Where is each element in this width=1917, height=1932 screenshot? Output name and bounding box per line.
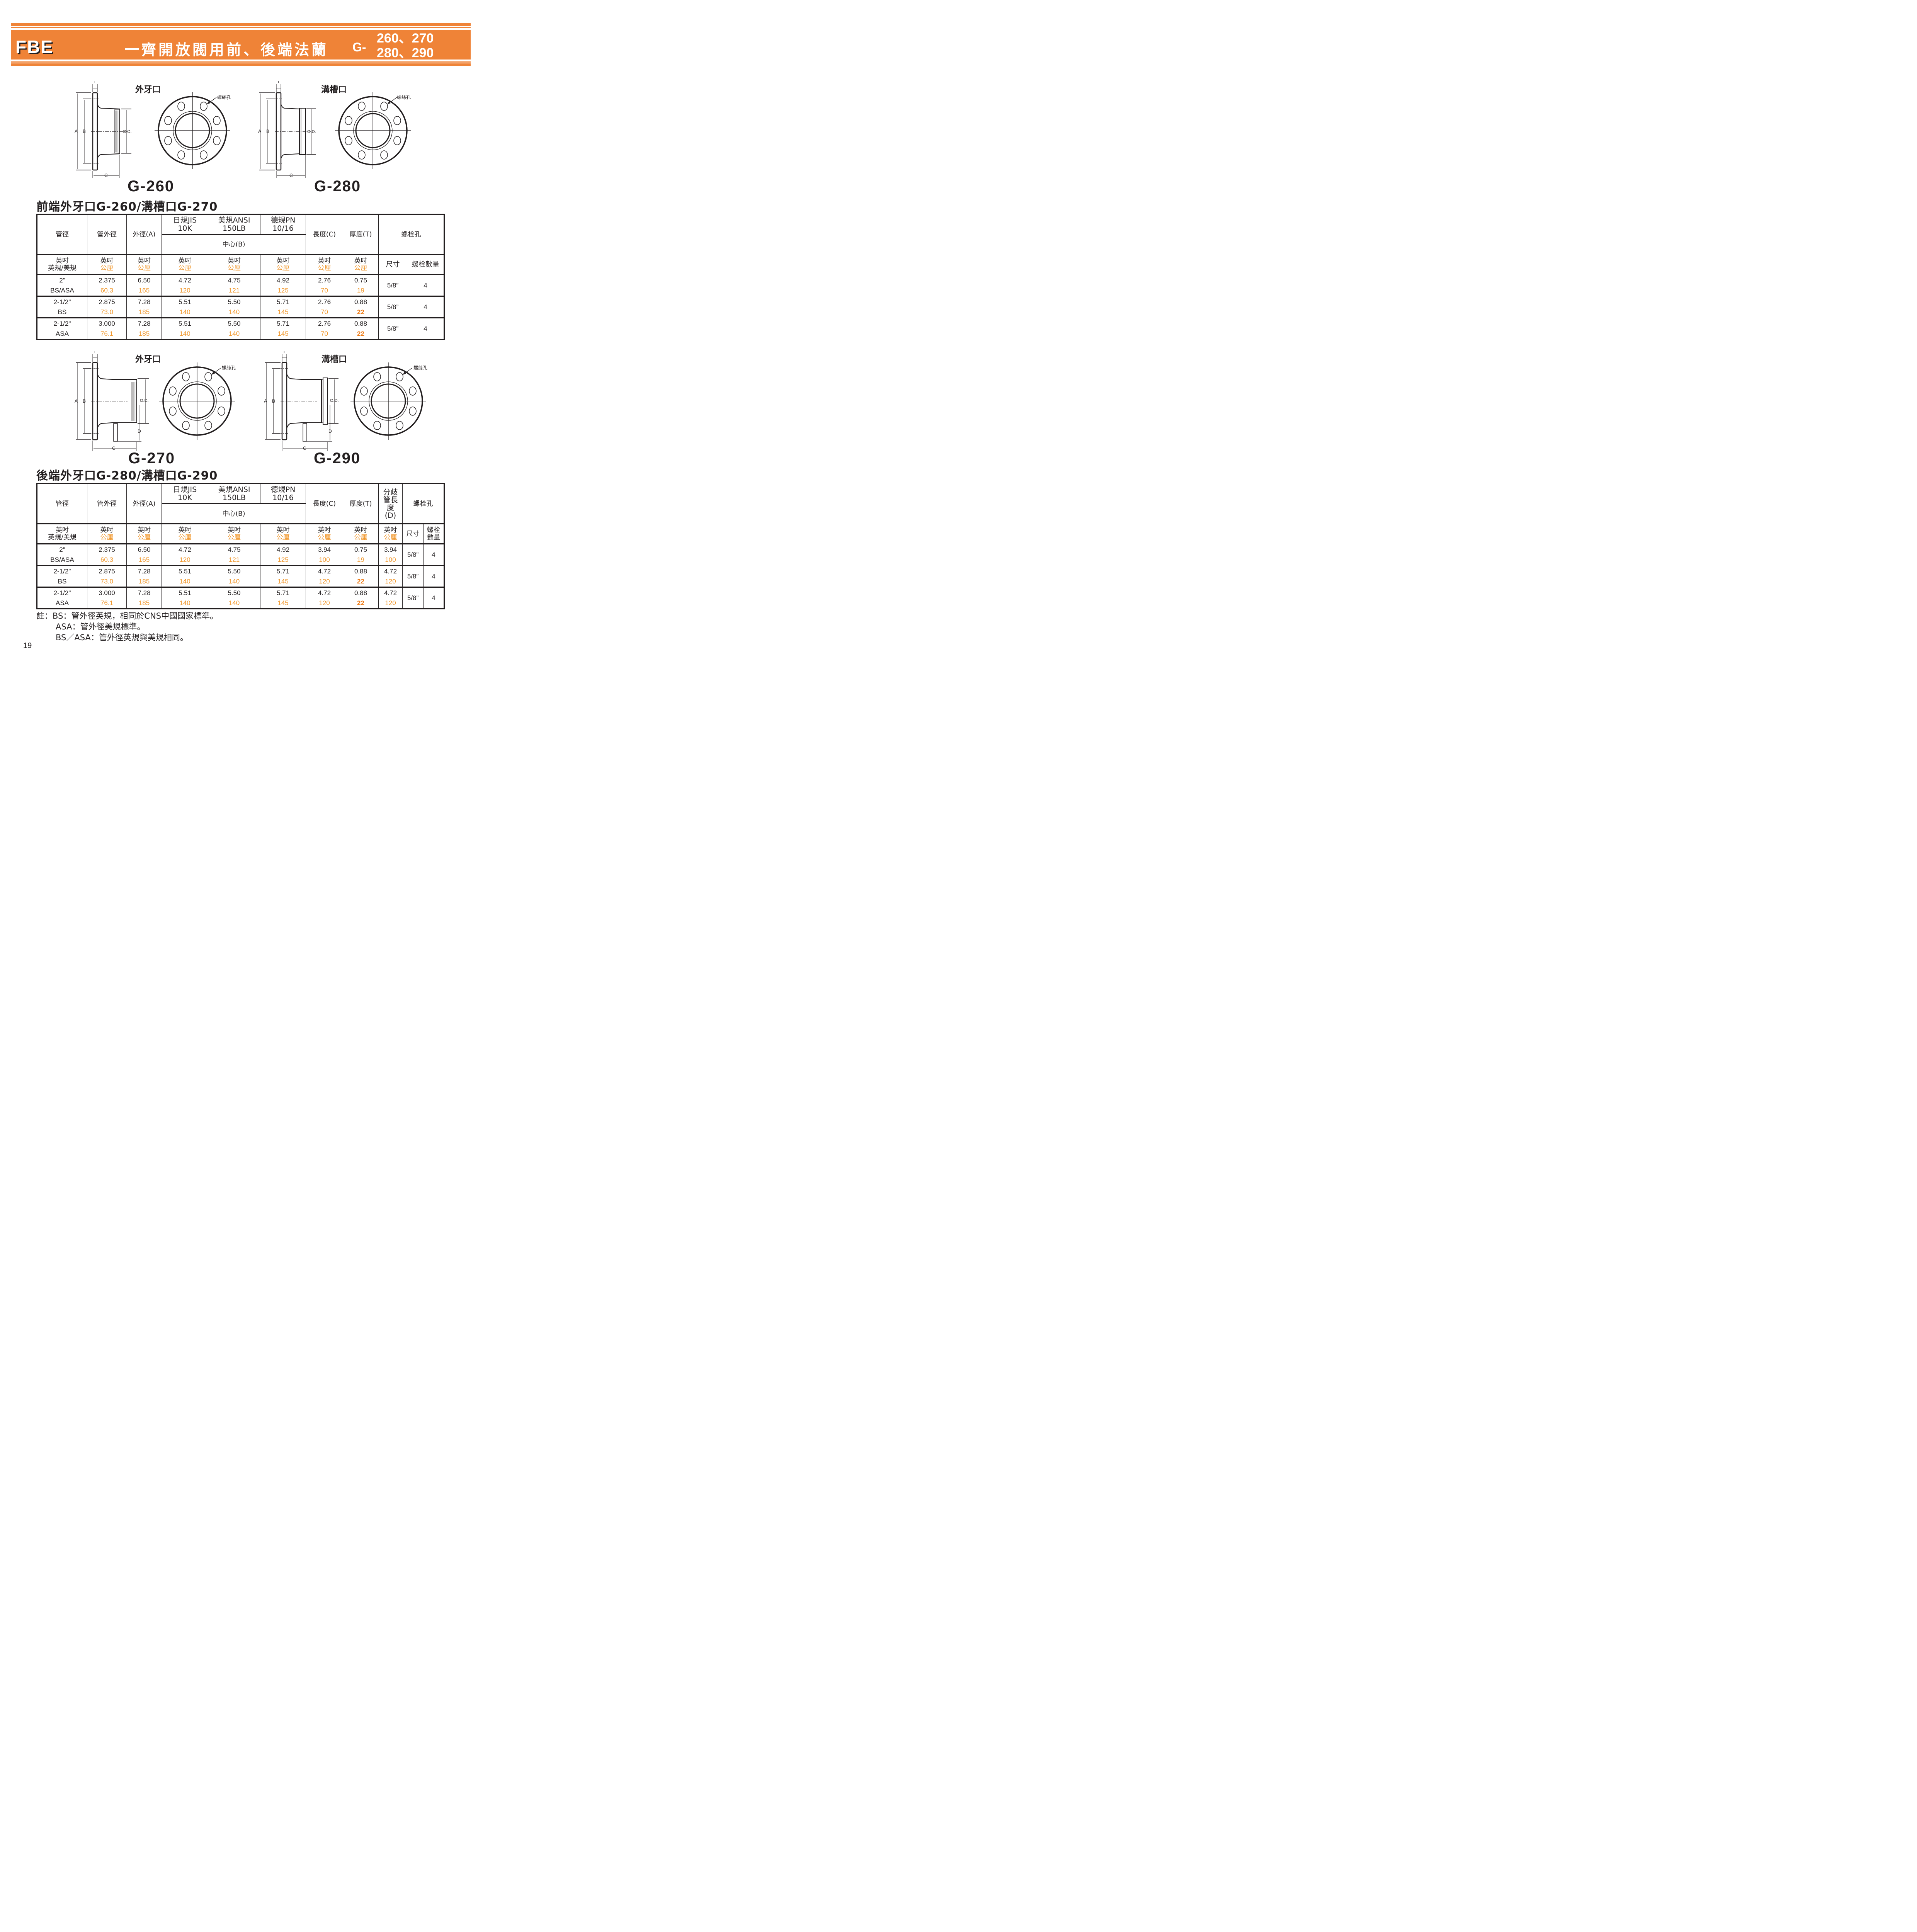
header-pipe-od: 管外徑	[87, 483, 127, 524]
header-center-b: 中心(B)	[162, 234, 306, 255]
header-pipe-size: 管徑	[37, 483, 87, 524]
svg-text:O.D.: O.D.	[307, 129, 316, 134]
band-main	[11, 30, 471, 60]
footnote-asa: ASA：管外徑美規標準。	[56, 622, 145, 631]
svg-text:螺絲孔: 螺絲孔	[397, 94, 411, 100]
header-outer-a: 外徑(A)	[126, 483, 162, 524]
unit-cell: 英吋公厘	[87, 523, 127, 544]
svg-text:C: C	[112, 446, 116, 451]
unit-pipe-size: 英吋英規/美規	[37, 523, 87, 544]
svg-text:D: D	[328, 429, 332, 434]
header-length-c: 長度(C)	[306, 483, 343, 524]
diagram-kind-label: 外牙口	[135, 85, 161, 95]
svg-text:D: D	[138, 429, 141, 434]
flange-drawing: O.D. C 螺絲孔	[74, 81, 231, 178]
table1-title: 前端外牙口G-260/溝槽口G-270	[36, 200, 218, 214]
band-stripe-bottom-2	[11, 63, 471, 66]
unit-cell: 英吋公厘	[260, 254, 306, 275]
flange-drawing: O.D. D C 螺絲孔	[74, 351, 236, 451]
header-branch-length-d: 分歧管長度(D)	[378, 483, 403, 524]
diagram-kind-label: 外牙口	[135, 355, 161, 364]
diagram-g260: 外牙口 O.D. C 螺絲孔 G-260	[73, 81, 243, 195]
diagram-g290: 溝槽口 O.D. D C 螺絲孔 G-290	[263, 351, 441, 467]
unit-cell: 英吋公厘	[162, 254, 208, 275]
band-stripe-top-2	[11, 27, 471, 28]
header-thickness-t: 厚度(T)	[343, 483, 379, 524]
header-center-b: 中心(B)	[162, 503, 306, 524]
unit-cell: 英吋公厘	[126, 523, 162, 544]
header-pipe-size: 管徑	[37, 214, 87, 255]
model-label: G-260	[128, 178, 175, 195]
diagram-kind-label: 溝槽口	[321, 355, 347, 364]
header-bolt-holes: 螺栓孔	[378, 214, 444, 255]
svg-text:螺絲孔: 螺絲孔	[222, 365, 236, 371]
band-stripe-top-1	[11, 23, 471, 26]
header-bolt-holes: 螺栓孔	[402, 483, 444, 524]
unit-cell: 英吋公厘	[343, 254, 379, 275]
header-length-c: 長度(C)	[306, 214, 343, 255]
unit-cell: 英吋公厘	[260, 523, 306, 544]
unit-cell: 英吋公厘	[208, 523, 260, 544]
svg-text:螺絲孔: 螺絲孔	[217, 94, 231, 100]
model-list-line-1: 260、270	[377, 31, 434, 46]
product-code: FBE	[15, 37, 53, 57]
model-label: G-290	[314, 450, 361, 467]
svg-text:O.D.: O.D.	[123, 129, 132, 134]
unit-cell: 英吋公厘	[87, 254, 127, 275]
model-list: 260、270 280、290	[377, 31, 434, 60]
svg-text:螺絲孔: 螺絲孔	[413, 365, 427, 371]
diagram-g270: 外牙口 O.D. D C 螺絲孔 G-270	[73, 351, 251, 467]
unit-bolt-size: 尺寸	[378, 254, 407, 275]
header-thickness-t: 厚度(T)	[343, 214, 379, 255]
page-number: 19	[23, 641, 32, 650]
footnote-bs: 註：BS：管外徑英規，相同於CNS中國國家標準。	[36, 611, 218, 621]
unit-bolt-count: 螺栓數量	[423, 523, 444, 544]
svg-text:C: C	[289, 173, 293, 178]
unit-cell: 英吋公厘	[343, 523, 379, 544]
diagram-kind-label: 溝槽口	[321, 85, 347, 95]
model-label: G-280	[314, 178, 361, 195]
footnotes: 註：BS：管外徑英規，相同於CNS中國國家標準。 ASA：管外徑美規標準。 BS…	[36, 611, 218, 643]
svg-text:O.D.: O.D.	[140, 398, 149, 403]
unit-cell: 英吋公厘	[306, 523, 343, 544]
flange-drawing: O.D. C 螺絲孔	[257, 81, 412, 178]
svg-text:C: C	[303, 446, 306, 451]
model-list-line-2: 280、290	[377, 46, 434, 60]
unit-cell: 英吋公厘	[306, 254, 343, 275]
header-pipe-od: 管外徑	[87, 214, 127, 255]
unit-pipe-size: 英吋英規/美規	[37, 254, 87, 275]
band-stripe-bottom-1	[11, 61, 471, 63]
unit-cell: 英吋公厘	[378, 523, 403, 544]
table2-title: 後端外牙口G-280/溝槽口G-290	[36, 469, 218, 483]
model-label: G-270	[128, 450, 175, 467]
diagram-g280: 溝槽口 O.D. C 螺絲孔 G-280	[257, 81, 427, 195]
svg-text:C: C	[104, 173, 108, 178]
unit-cell: 英吋公厘	[208, 254, 260, 275]
flange-drawing: O.D. D C 螺絲孔	[263, 351, 427, 451]
header-outer-a: 外徑(A)	[126, 214, 162, 255]
page-title: 一齊開放閥用前、後端法蘭	[124, 41, 329, 58]
footnote-bs-asa: BS／ASA：管外徑英規與美規相同。	[56, 633, 188, 642]
unit-bolt-count: 螺栓數量	[407, 254, 444, 275]
unit-cell: 英吋公厘	[126, 254, 162, 275]
model-prefix: G-	[352, 40, 366, 54]
svg-text:O.D.: O.D.	[330, 398, 339, 403]
unit-bolt-size: 尺寸	[402, 523, 424, 544]
unit-cell: 英吋公厘	[162, 523, 208, 544]
